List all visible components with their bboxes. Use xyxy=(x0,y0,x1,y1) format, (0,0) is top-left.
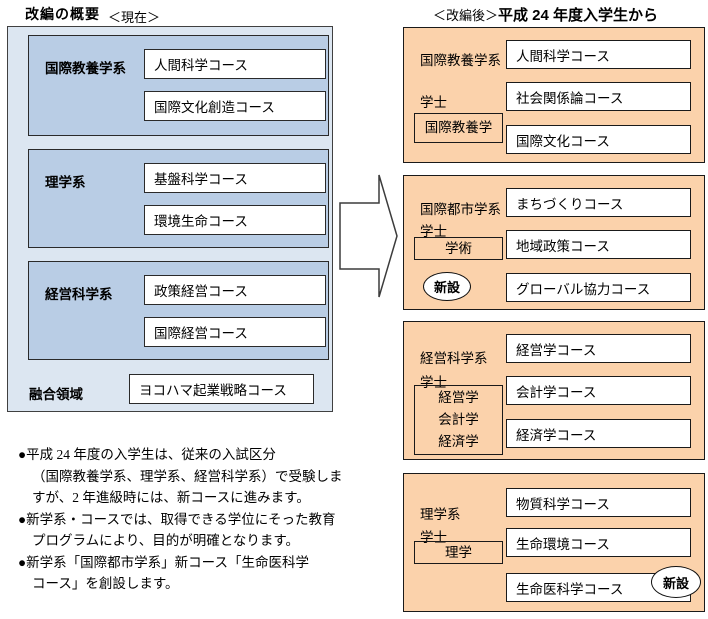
note-item: ●平成 24 年度の入学生は、従来の入試区分 （国際教養学系、理学系、経営科学系… xyxy=(18,444,343,509)
note-line: ●平成 24 年度の入学生は、従来の入試区分 xyxy=(18,444,343,466)
degree-name: 経営学 xyxy=(438,390,479,405)
system-label: 理学系 xyxy=(420,507,461,522)
degree-name: 会計学 xyxy=(438,412,479,427)
bachelor-label: 学士 xyxy=(420,375,447,390)
note-line: ●新学系・コースでは、取得できる学位にそった教育 xyxy=(18,509,343,531)
note-line: プログラムにより、目的が明確となります。 xyxy=(32,533,300,548)
course-box: 国際経営コース xyxy=(144,317,326,347)
after-title-text: 平成 24 年度入学生から xyxy=(498,7,659,24)
current-structure-panel: 国際教養学系 人間科学コース 国際文化創造コース 理学系 基盤科学コース 環境生… xyxy=(7,26,333,412)
course-box: まちづくりコース xyxy=(506,188,691,217)
bullet-icon: ● xyxy=(18,447,27,462)
degree-name: 国際教養学 xyxy=(424,120,493,135)
course-box: 地域政策コース xyxy=(506,230,691,259)
degree-name: 経済学 xyxy=(438,434,479,449)
after-label: ＜改編後＞ xyxy=(433,8,499,23)
course-box: 国際文化創造コース xyxy=(144,91,326,121)
course-box: 会計学コース xyxy=(506,376,691,405)
bachelor-label: 学士 xyxy=(420,95,447,110)
course-box: 国際文化コース xyxy=(506,125,691,154)
note-text: 新学系「国際都市学系」新コース「生命医科学 xyxy=(26,554,309,570)
course-box: ヨコハマ起業戦略コース xyxy=(129,374,314,404)
note-item: ●新学系「国際都市学系」新コース「生命医科学 コース」を創設します。 xyxy=(18,552,343,595)
notes-list: ●平成 24 年度の入学生は、従来の入試区分 （国際教養学系、理学系、経営科学系… xyxy=(18,444,343,595)
bullet-icon: ● xyxy=(18,554,27,570)
new-badge: 新設 xyxy=(423,272,471,301)
current-group-rigaku: 理学系 基盤科学コース 環境生命コース xyxy=(28,149,329,248)
current-group-kokusai-kyoyo: 国際教養学系 人間科学コース 国際文化創造コース xyxy=(28,35,329,136)
note-line: すが、2 年進級時には、新コースに進みます。 xyxy=(32,490,310,505)
current-state-label: ＜現在＞ xyxy=(108,10,161,25)
course-box: 基盤科学コース xyxy=(144,163,326,193)
note-line: コース」を創設します。 xyxy=(32,576,179,591)
course-box: 経営学コース xyxy=(506,334,691,363)
degree-box: 学術 xyxy=(414,237,503,260)
group-name: 経営科学系 xyxy=(45,287,113,302)
after-block-rigaku: 理学系 学士 理学 物質科学コース 生命環境コース 生命医科学コース 新設 xyxy=(403,473,705,612)
after-block-kokusai-kyoyo: 国際教養学系 学士 国際教養学 人間科学コース 社会関係論コース 国際文化コース xyxy=(403,27,705,163)
course-box: 環境生命コース xyxy=(144,205,326,235)
course-box: 人間科学コース xyxy=(506,40,691,69)
group-name: 国際教養学系 xyxy=(45,61,126,76)
degree-box: 国際教養学 xyxy=(414,113,503,143)
bachelor-label: 学士 xyxy=(420,224,447,239)
degree-name: 学術 xyxy=(445,240,472,256)
course-box: 物質科学コース xyxy=(506,488,691,517)
after-title: ＜改編後＞平成 24 年度入学生から xyxy=(433,4,658,25)
system-label: 国際教養学系 xyxy=(420,53,501,68)
current-group-keiei-kagaku: 経営科学系 政策経営コース 国際経営コース xyxy=(28,261,329,360)
course-box: 政策経営コース xyxy=(144,275,326,305)
group-name: 理学系 xyxy=(45,175,86,190)
after-block-keiei-kagaku: 経営科学系 学士 経営学 会計学 経済学 経営学コース 会計学コース 経済学コー… xyxy=(403,321,705,460)
note-text: 平成 24 年度の入学生は、従来の入試区分 xyxy=(26,447,276,462)
degree-box: 経営学 会計学 経済学 xyxy=(414,385,503,455)
bullet-icon: ● xyxy=(18,511,27,527)
course-box: 生命環境コース xyxy=(506,528,691,557)
note-line: ●新学系「国際都市学系」新コース「生命医科学 xyxy=(18,552,343,574)
course-box: 人間科学コース xyxy=(144,49,326,79)
note-item: ●新学系・コースでは、取得できる学位にそった教育 プログラムにより、目的が明確と… xyxy=(18,509,343,552)
course-box: グローバル協力コース xyxy=(506,273,691,302)
course-box: 生命医科学コース xyxy=(506,573,691,602)
note-line: （国際教養学系、理学系、経営科学系）で受験しま xyxy=(32,468,343,484)
page-title: 改編の概要 xyxy=(25,6,100,22)
system-label: 国際都市学系 xyxy=(420,202,501,217)
course-box: 経済学コース xyxy=(506,419,691,448)
after-block-kokusai-toshi: 国際都市学系 学士 学術 新設 まちづくりコース 地域政策コース グローバル協力… xyxy=(403,175,705,310)
degree-box: 理学 xyxy=(414,541,503,564)
course-box: 社会関係論コース xyxy=(506,82,691,111)
degree-name: 理学 xyxy=(445,544,472,560)
system-label: 経営科学系 xyxy=(420,351,488,366)
transition-arrow-icon xyxy=(337,170,400,302)
note-text: 新学系・コースでは、取得できる学位にそった教育 xyxy=(26,511,336,527)
fusion-area-label: 融合領域 xyxy=(29,387,83,402)
new-badge: 新設 xyxy=(651,566,701,598)
